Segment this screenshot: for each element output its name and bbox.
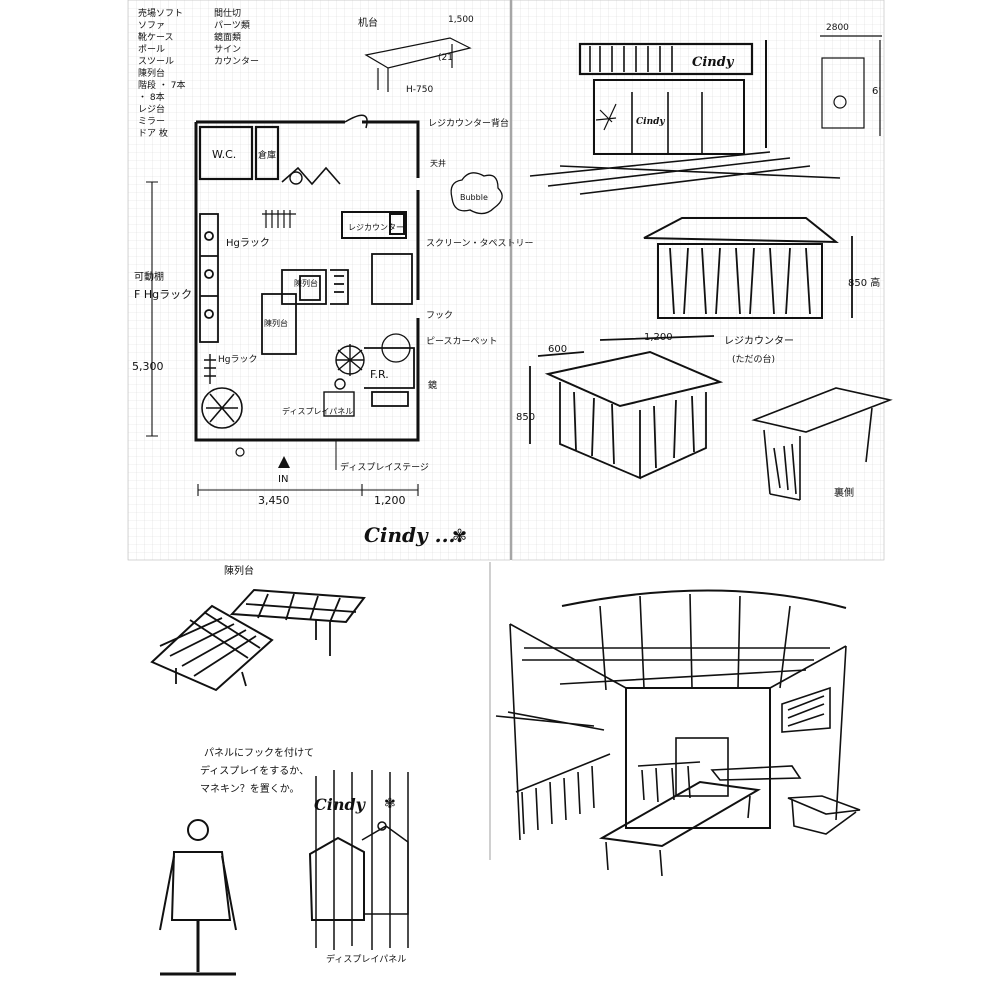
svg-text:フック: フック: [426, 310, 453, 321]
svg-text:レジカウンター: レジカウンター: [724, 335, 794, 347]
svg-text:850: 850: [516, 412, 535, 423]
back-counter: [751, 387, 893, 501]
svg-text:陳列台: 陳列台: [138, 67, 165, 79]
label-adjustable-shelf: 可動棚: [134, 270, 164, 283]
svg-text:1,200: 1,200: [644, 332, 673, 343]
small-elevation: 2800 6': [820, 23, 882, 136]
svg-text:Cindy: Cindy: [636, 117, 665, 127]
svg-text:マネキン？を置くか。: マネキン？を置くか。: [200, 783, 300, 795]
svg-text:850 高: 850 高: [848, 276, 880, 289]
shop-front-sketch: [529, 40, 841, 195]
hg-rack-top: [262, 210, 296, 228]
display-panel-sketch: パネルにフックを付けて ディスプレイをするか、 マネキン？を置くか。 Cindy…: [159, 746, 409, 976]
svg-text:ソファ: ソファ: [138, 21, 165, 31]
svg-text:レジカウンター背台: レジカウンター背台: [428, 117, 509, 129]
notes-column-2: 間仕切 パーツ類 鏡面類 サイン カウンター: [214, 7, 259, 67]
svg-text:Hgラック: Hgラック: [226, 237, 270, 249]
svg-text:倉庫: 倉庫: [258, 149, 276, 161]
svg-text:陳列台: 陳列台: [224, 564, 254, 577]
svg-text:裏側: 裏側: [834, 486, 854, 499]
svg-text:レジカウンター: レジカウンター: [348, 223, 404, 232]
plan-walls: [194, 114, 420, 442]
svg-text:カウンター: カウンター: [214, 56, 259, 67]
svg-text:サイン: サイン: [214, 44, 241, 55]
display-plant: [323, 344, 365, 417]
svg-text:Hgラック: Hgラック: [218, 354, 257, 365]
svg-text:2800: 2800: [826, 23, 849, 33]
svg-text:鏡面類: 鏡面類: [214, 31, 241, 43]
svg-text:ディスプレイパネル: ディスプレイパネル: [282, 406, 353, 416]
svg-text:パネルにフックを付けて: パネルにフックを付けて: [204, 746, 314, 759]
svg-text:600: 600: [548, 344, 567, 355]
svg-text:W.C.: W.C.: [212, 148, 236, 161]
mannequin-icon: [159, 819, 237, 976]
display-panel-garments: [308, 770, 409, 950]
svg-text:天井: 天井: [430, 158, 446, 168]
brand-logo-plan: Cindy ...: [364, 523, 456, 547]
plan-callouts: レジカウンター背台 スクリーン・タペストリー フック ピースカーペット 鏡 天井: [426, 117, 534, 391]
svg-text:階段 ・ 7本: 階段 ・ 7本: [138, 79, 185, 91]
svg-text:6': 6': [872, 86, 881, 97]
svg-text:(21: (21: [438, 53, 453, 63]
svg-text:売場ソフト: 売場ソフト: [138, 7, 183, 19]
svg-text:鏡: 鏡: [428, 379, 437, 391]
svg-text:間仕切: 間仕切: [214, 7, 241, 19]
svg-text:ポール: ポール: [138, 44, 165, 55]
svg-text:F.R.: F.R.: [370, 368, 389, 381]
svg-text:机台: 机台: [358, 16, 378, 29]
plan-display-tables: 陳列台 陳列台: [261, 269, 349, 355]
svg-text:ミラー: ミラー: [138, 116, 165, 127]
svg-text:ディスプレイステージ: ディスプレイステージ: [340, 461, 429, 473]
flower-icon: ✾: [452, 526, 467, 547]
plan-register-counter: レジカウンター: [341, 211, 407, 239]
svg-text:スクリーン・タペストリー: スクリーン・タペストリー: [426, 238, 534, 249]
svg-text:✾: ✾: [384, 796, 396, 812]
interior-perspective: [489, 562, 861, 877]
svg-text:IN: IN: [278, 474, 288, 485]
svg-text:陳列台: 陳列台: [264, 318, 288, 328]
svg-text:5,300: 5,300: [132, 360, 164, 373]
label-fhg-rack: F Hgラック: [134, 288, 192, 301]
adjustable-shelf: [199, 213, 219, 343]
plan-dimensions: [146, 181, 419, 496]
cloud-bubble: Bubble: [450, 172, 503, 215]
svg-text:1,200: 1,200: [374, 494, 406, 507]
svg-text:1,500: 1,500: [448, 15, 474, 25]
display-table-sketch: 陳列台: [150, 564, 366, 692]
svg-text:3,450: 3,450: [258, 494, 290, 507]
svg-text:H-750: H-750: [406, 85, 433, 95]
svg-text:ディスプレイをするか、: ディスプレイをするか、: [200, 764, 309, 777]
table-sketch: 机台 1,500 (21 H-750: [358, 15, 474, 95]
svg-text:パーツ類: パーツ類: [214, 20, 250, 31]
notes-column-1: 売場ソフト ソファ 靴ケース ポール スツール 陳列台 階段 ・ 7本 ・ 8本…: [138, 7, 185, 139]
svg-text:ドア 枚: ドア 枚: [138, 127, 168, 139]
elevation-sheet: Cindy Cindy 2800 6' 850 高 600 1,200 850: [510, 0, 893, 561]
svg-text:スツール: スツール: [138, 57, 174, 67]
svg-text:Cindy: Cindy: [692, 55, 735, 70]
svg-text:(ただの台): (ただの台): [732, 353, 775, 365]
svg-text:Bubble: Bubble: [460, 193, 488, 202]
register-counter-perspective: [529, 335, 724, 480]
floor-plan-sheet: 売場ソフト ソファ 靴ケース ポール スツール 陳列台 階段 ・ 7本 ・ 8本…: [127, 0, 534, 561]
svg-text:・ 8本: ・ 8本: [138, 91, 165, 103]
register-counter-front: [643, 217, 853, 319]
hg-rack-side: [204, 354, 216, 384]
svg-text:靴ケース: 靴ケース: [138, 31, 174, 43]
svg-text:レジ台: レジ台: [138, 103, 165, 115]
entrance-icon: [278, 456, 290, 468]
svg-text:Cindy: Cindy: [314, 795, 367, 814]
plan-rooms: W.C. 倉庫: [198, 125, 280, 181]
svg-text:ディスプレイパネル: ディスプレイパネル: [326, 953, 406, 965]
svg-text:ピースカーペット: ピースカーペット: [426, 336, 498, 347]
plan-fitting-area: F.R.: [364, 253, 415, 407]
round-table: [201, 387, 243, 429]
svg-text:陳列台: 陳列台: [294, 278, 318, 288]
